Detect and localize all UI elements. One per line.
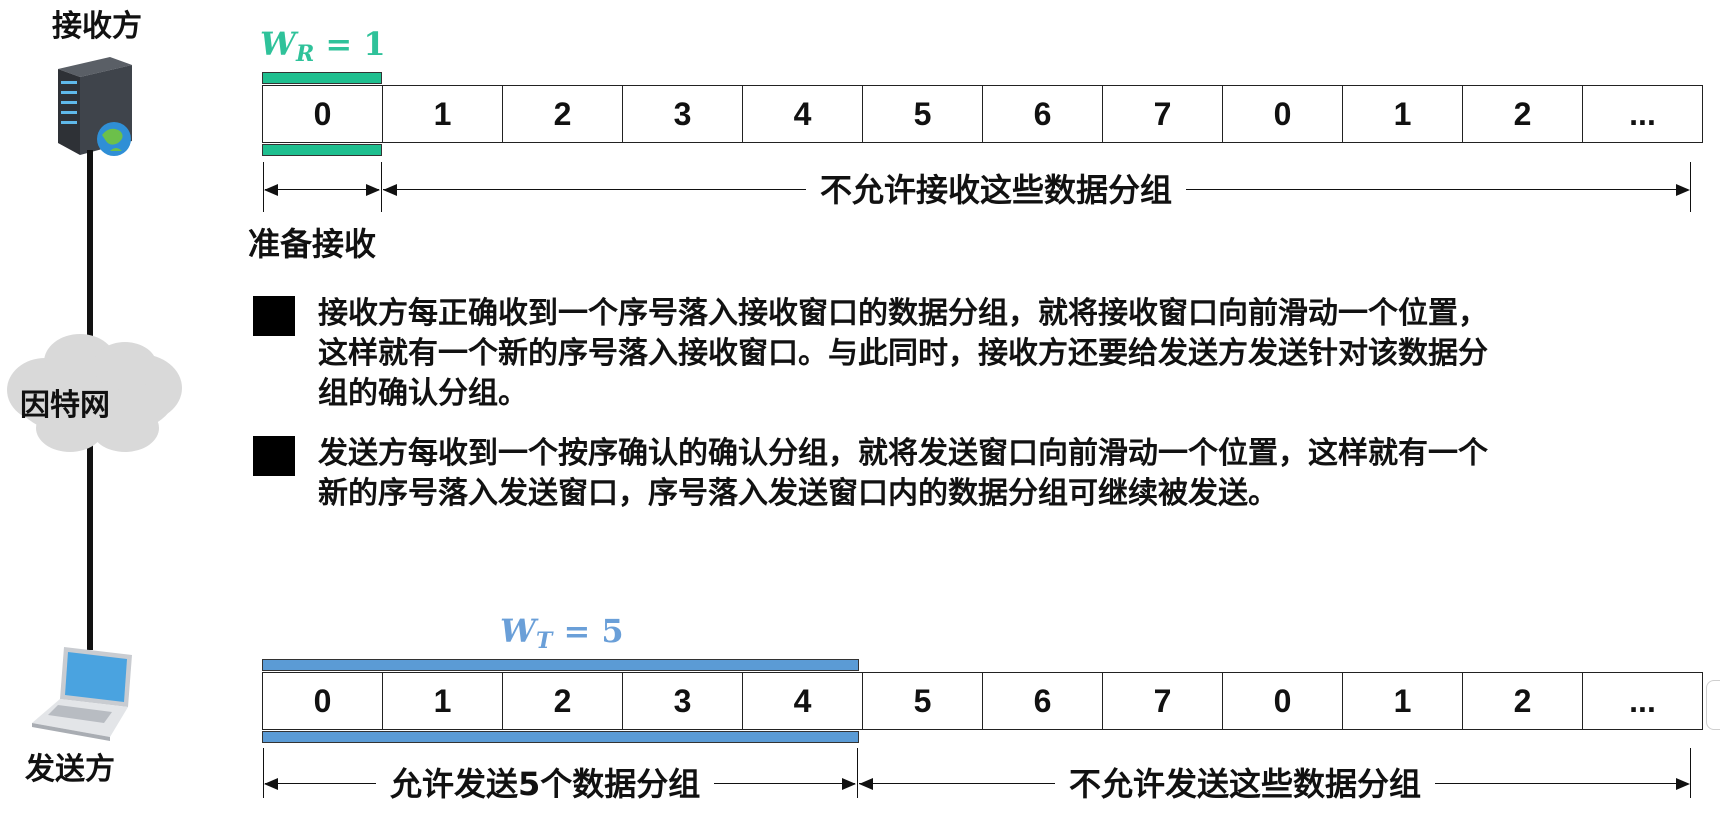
arrow-left-icon [859, 778, 873, 790]
seq-cell: 0 [262, 672, 383, 730]
receiver-dim-tick [263, 162, 264, 212]
sender-label: 发送方 [25, 752, 115, 787]
ready-dim-line [265, 189, 379, 190]
sender-window-formula: WT = 5 [500, 615, 624, 652]
seq-cell: 2 [1462, 85, 1583, 143]
receiver-window-bottom-bar [262, 144, 382, 156]
seq-cell: 1 [1342, 672, 1463, 730]
bullet-square-icon [253, 436, 295, 476]
sender-rejected-label: 不允许发送这些数据分组 [1055, 768, 1436, 800]
seq-cell: 6 [982, 85, 1103, 143]
arrow-right-icon [842, 778, 856, 790]
seq-cell: 7 [1102, 85, 1223, 143]
sender-dim-tick [263, 748, 264, 798]
arrow-left-icon [264, 184, 278, 196]
receiver-rejected-label: 不允许接收这些数据分组 [806, 174, 1187, 206]
seq-cell: 2 [502, 85, 623, 143]
sender-allowed-label: 允许发送5个数据分组 [376, 768, 715, 800]
arrow-left-icon [264, 778, 278, 790]
receiver-label: 接收方 [52, 9, 142, 44]
sender-window-bottom-bar [262, 731, 859, 743]
bullet-text: 发送方每收到一个按序确认的确认分组，就将发送窗口向前滑动一个位置，这样就有一个 … [318, 436, 1488, 511]
seq-cell: 5 [862, 672, 983, 730]
cloud-icon [7, 334, 182, 452]
seq-cell: 3 [622, 85, 743, 143]
seq-cell: 4 [742, 672, 863, 730]
seq-cell: 2 [1462, 672, 1583, 730]
sender-formula-sub: T [535, 628, 553, 654]
laptop-icon [32, 647, 132, 741]
sender-formula-value: = 5 [563, 612, 624, 650]
seq-cell: 2 [502, 672, 623, 730]
bullet-square-icon [253, 296, 295, 336]
arrow-right-icon [1676, 778, 1690, 790]
bullet-text: 接收方每正确收到一个序号落入接收窗口的数据分组，就将接收窗口向前滑动一个位置， … [318, 296, 1488, 411]
receiver-window-formula: WR = 1 [260, 28, 386, 65]
seq-cell: 5 [862, 85, 983, 143]
seq-cell: ... [1582, 672, 1703, 730]
receiver-dim-tick [381, 162, 382, 212]
seq-cell: ... [1582, 85, 1703, 143]
sender-dim-tick [1690, 748, 1691, 798]
seq-cell: 6 [982, 672, 1103, 730]
sender-dim-tick [857, 748, 858, 798]
sender-sequence: 0 1 2 3 4 5 6 7 0 1 2 ... [262, 672, 1703, 730]
seq-cell: 0 [1222, 85, 1343, 143]
receiver-formula-sub: R [295, 41, 315, 67]
edge-widget [1706, 680, 1720, 730]
receiver-formula-value: = 1 [325, 25, 386, 63]
internet-label: 因特网 [20, 388, 110, 423]
sender-window-top-bar [262, 659, 859, 671]
receiver-formula-var: W [260, 25, 296, 63]
seq-cell: 4 [742, 85, 863, 143]
receiver-dim-tick [1690, 162, 1691, 212]
seq-cell: 0 [262, 85, 383, 143]
arrow-right-icon [1676, 184, 1690, 196]
receiver-window-top-bar [262, 72, 382, 84]
receiver-sequence: 0 1 2 3 4 5 6 7 0 1 2 ... [262, 85, 1703, 143]
seq-cell: 7 [1102, 672, 1223, 730]
arrow-right-icon [366, 184, 380, 196]
seq-cell: 0 [1222, 672, 1343, 730]
seq-cell: 1 [382, 85, 503, 143]
ready-label: 准备接收 [248, 225, 377, 263]
sender-formula-var: W [500, 612, 536, 650]
server-icon [58, 57, 132, 156]
seq-cell: 1 [382, 672, 503, 730]
arrow-left-icon [383, 184, 397, 196]
seq-cell: 3 [622, 672, 743, 730]
seq-cell: 1 [1342, 85, 1463, 143]
